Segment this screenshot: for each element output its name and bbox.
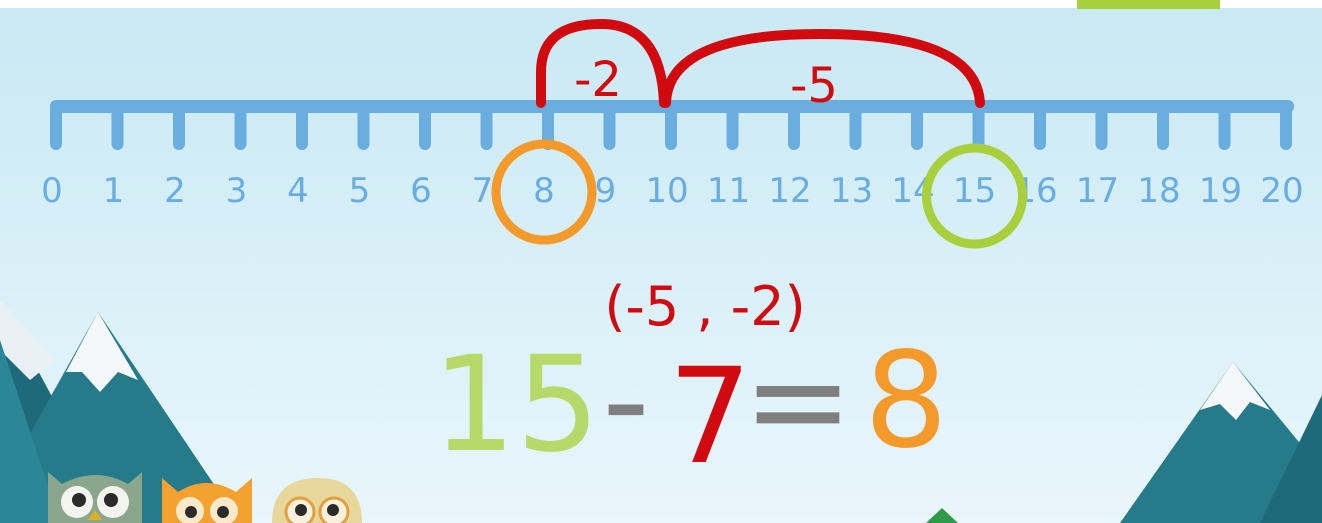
- owl-orange-icon: [162, 478, 252, 523]
- corner-tab: [1077, 0, 1220, 9]
- tick-label: 13: [830, 171, 873, 211]
- tick-mark: [542, 104, 554, 150]
- mountains-left: [0, 300, 240, 523]
- equation: 15 - 7 = 8: [432, 324, 948, 494]
- result-circle: [491, 139, 597, 245]
- tick-mark: [849, 104, 862, 150]
- tick-mark: [1034, 104, 1046, 150]
- jump-arcs: -2 -5: [536, 18, 985, 114]
- owl-green-icon: [48, 472, 142, 523]
- tick-label: 10: [645, 171, 688, 211]
- equation-minuend: 15: [432, 328, 600, 482]
- tick-label: 12: [768, 171, 811, 211]
- tick-label: 20: [1260, 171, 1303, 211]
- tick-mark: [296, 104, 308, 150]
- tick-label: 4: [287, 171, 309, 211]
- tick-mark: [603, 104, 616, 150]
- tick-mark: [480, 104, 493, 150]
- equation-operator: -: [602, 324, 650, 478]
- tick-label: 5: [349, 171, 371, 211]
- jump-decomposition: (-5 , -2): [604, 275, 805, 338]
- tick-label: 2: [164, 171, 186, 211]
- jump-label-minus-2: -2: [574, 52, 622, 108]
- tick-label: 11: [707, 171, 750, 211]
- tick-mark: [1157, 104, 1169, 150]
- tick-mark: [788, 104, 800, 150]
- tick-label: 15: [953, 171, 996, 211]
- tick-label: 6: [410, 171, 432, 211]
- top-border: [0, 0, 1322, 8]
- tick-mark: [419, 104, 431, 150]
- equation-result: 8: [864, 324, 948, 478]
- equation-equals: =: [743, 324, 854, 478]
- tick-mark: [665, 104, 677, 150]
- tick-label: 8: [533, 171, 555, 211]
- owl-yellow-icon: [272, 478, 362, 523]
- tick-mark: [357, 104, 370, 150]
- tick-mark: [1280, 104, 1292, 150]
- tick-label: 9: [595, 171, 617, 211]
- tick-label: 18: [1137, 171, 1180, 211]
- tick-mark: [911, 104, 923, 150]
- tick-mark: [111, 104, 124, 150]
- tick-mark: [726, 104, 739, 150]
- jump-arc-minus-2: [536, 18, 669, 108]
- tick-mark: [234, 104, 247, 150]
- tick-mark: [1095, 104, 1108, 150]
- mountains-right: [1120, 362, 1322, 523]
- tree-icon: [926, 508, 958, 523]
- tick-mark: [972, 104, 985, 150]
- tick-mark: [173, 104, 185, 150]
- tick-label: 3: [226, 171, 248, 211]
- number-line-ticks: [50, 104, 1292, 150]
- tick-label: 0: [41, 171, 63, 211]
- jump-arc-minus-5: [661, 28, 985, 108]
- tick-label: 19: [1199, 171, 1242, 211]
- tick-mark: [50, 104, 62, 150]
- tick-mark: [1218, 104, 1231, 150]
- tick-label: 1: [103, 171, 125, 211]
- start-circle: [922, 143, 1027, 249]
- jump-label-minus-5: -5: [790, 58, 838, 114]
- tick-label: 17: [1076, 171, 1119, 211]
- tick-label: 7: [472, 171, 494, 211]
- equation-subtrahend: 7: [668, 340, 752, 494]
